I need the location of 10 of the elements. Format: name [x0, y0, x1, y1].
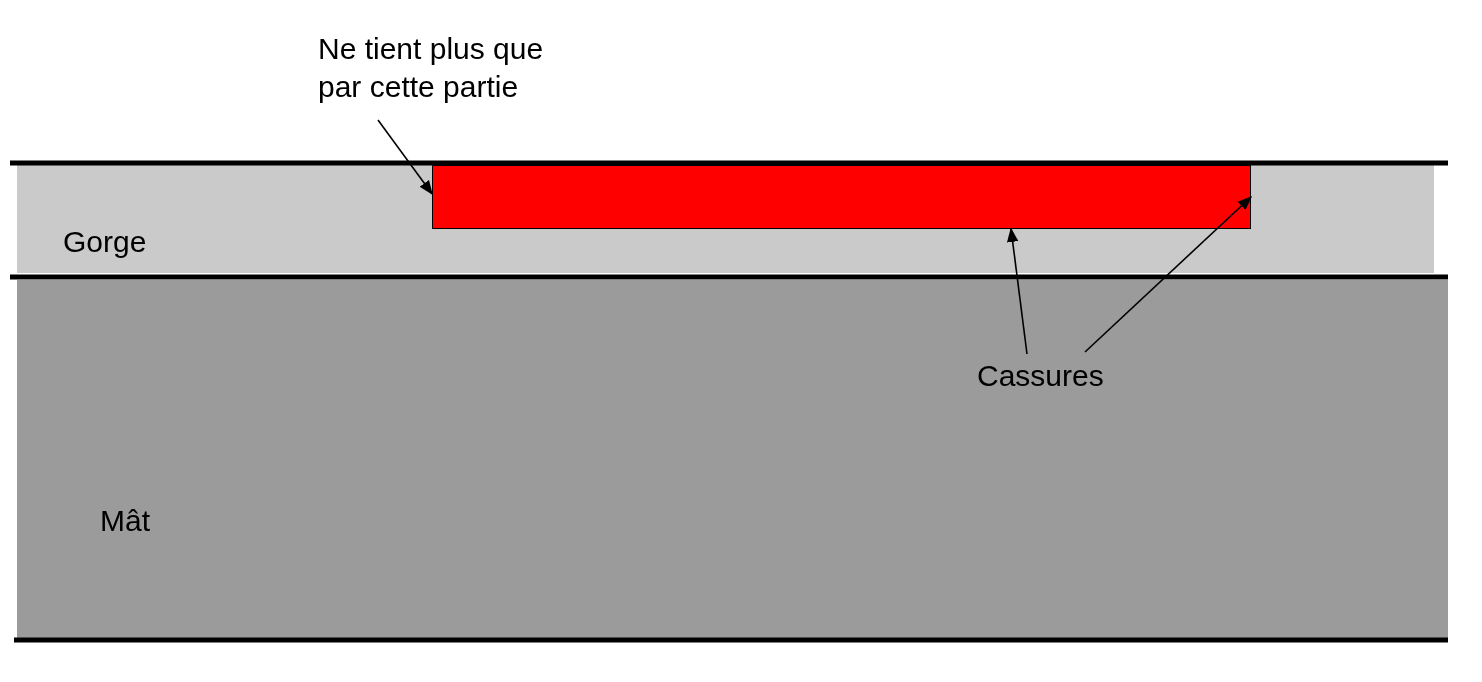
callout-text: Cassures — [977, 357, 1104, 395]
region-label: Gorge — [63, 224, 147, 260]
leader-arrow — [1084, 196, 1253, 353]
groove-band — [17, 165, 1434, 273]
leader-arrow — [1006, 227, 1028, 355]
broken-part — [432, 165, 1251, 229]
callout-text: Ne tient plus que par cette partie — [318, 30, 593, 106]
mast-band — [17, 280, 1448, 638]
region-label: Mât — [100, 503, 150, 539]
leader-arrow — [377, 119, 433, 195]
